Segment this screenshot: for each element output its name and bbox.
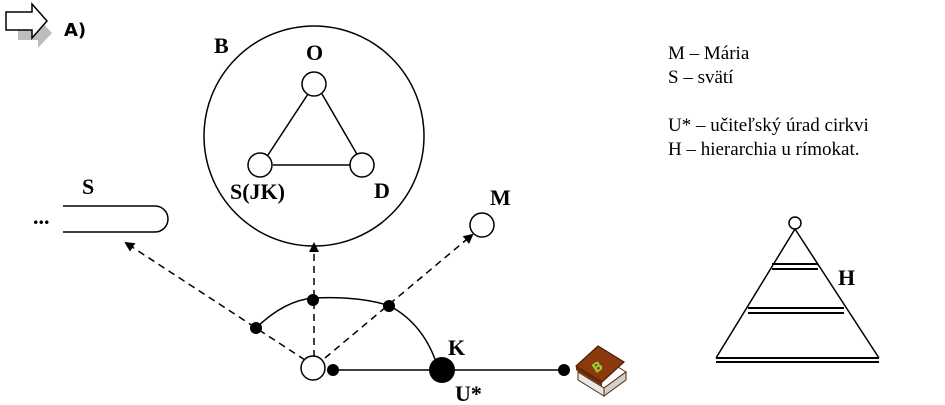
end-dot [558,364,570,376]
saints-ellipsis: ... [33,204,50,229]
node-m [469,212,495,238]
node-m-label: M [490,185,511,210]
origin-node [300,355,326,381]
hierarchy-pyramid [715,228,880,363]
arrow-to-saints [124,241,306,361]
node-s-jk [247,152,273,178]
dashed-arrows [124,233,474,361]
node-k [429,357,455,383]
circle-b-label: B [214,33,229,58]
arrow-to-m [324,233,474,359]
legend-item-maria: M – Mária [668,43,750,64]
origin-dot [327,364,339,376]
node-s-jk-label: S(JK) [230,179,285,204]
legend: M – Mária S – svätí U* – učiteľský úrad … [668,42,869,162]
section-label: A) [64,20,86,41]
legend-item-svati: S – svätí [668,67,734,88]
node-k-label: K [448,335,465,360]
arc-dot [383,300,395,312]
arc-dot [250,322,262,334]
node-u-label: U* [455,381,482,405]
section-arrow-icon [5,2,52,48]
arc-dot [307,294,319,306]
node-d-label: D [374,178,390,203]
hierarchy-label: H [838,265,855,290]
pyramid-apex-node [788,216,802,230]
node-o-label: O [306,40,323,65]
saints-capsule [63,205,169,233]
book-icon: B [575,345,627,397]
legend-item-ucitelsky-urad: U* – učiteľský úrad cirkvi [668,115,869,136]
church-arc [255,296,439,369]
node-d [349,152,375,178]
node-o [301,71,327,97]
trinity-triangle [265,93,359,166]
legend-spacer [668,90,869,114]
saints-label: S [82,174,94,199]
legend-item-hierarchia: H – hierarchia u rímokat. [668,139,860,160]
